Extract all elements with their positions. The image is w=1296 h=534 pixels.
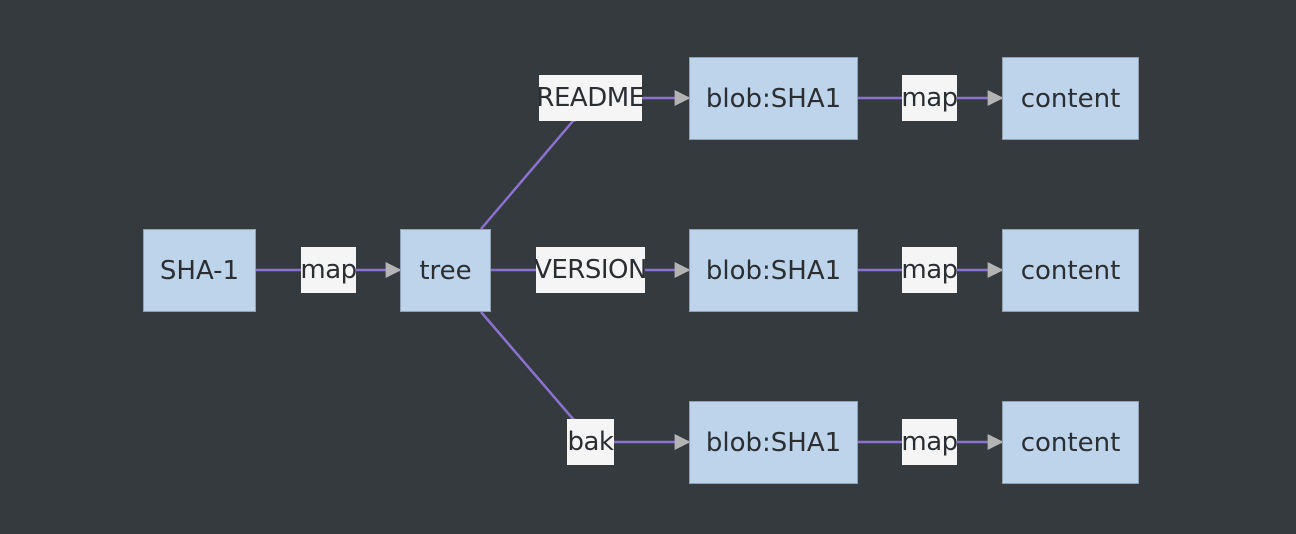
node-content-version[interactable]: content <box>1002 229 1139 312</box>
node-content-bak[interactable]: content <box>1002 401 1139 484</box>
edge-label-version: VERSION <box>534 247 647 293</box>
node-content-readme[interactable]: content <box>1002 57 1139 140</box>
node-blob-version[interactable]: blob:SHA1 <box>689 229 858 312</box>
node-blob-bak[interactable]: blob:SHA1 <box>689 401 858 484</box>
node-tree[interactable]: tree <box>400 229 491 312</box>
edge-label-bak: bak <box>567 419 614 465</box>
node-blob-readme[interactable]: blob:SHA1 <box>689 57 858 140</box>
edge-label-bak-map: map <box>901 419 958 465</box>
edge-label-readme: README <box>536 75 645 121</box>
edge-label-readme-map: map <box>901 75 958 121</box>
node-sha1[interactable]: SHA-1 <box>143 229 256 312</box>
edge-label-version-map: map <box>901 247 958 293</box>
edge-label-sha1-tree: map <box>300 247 357 293</box>
